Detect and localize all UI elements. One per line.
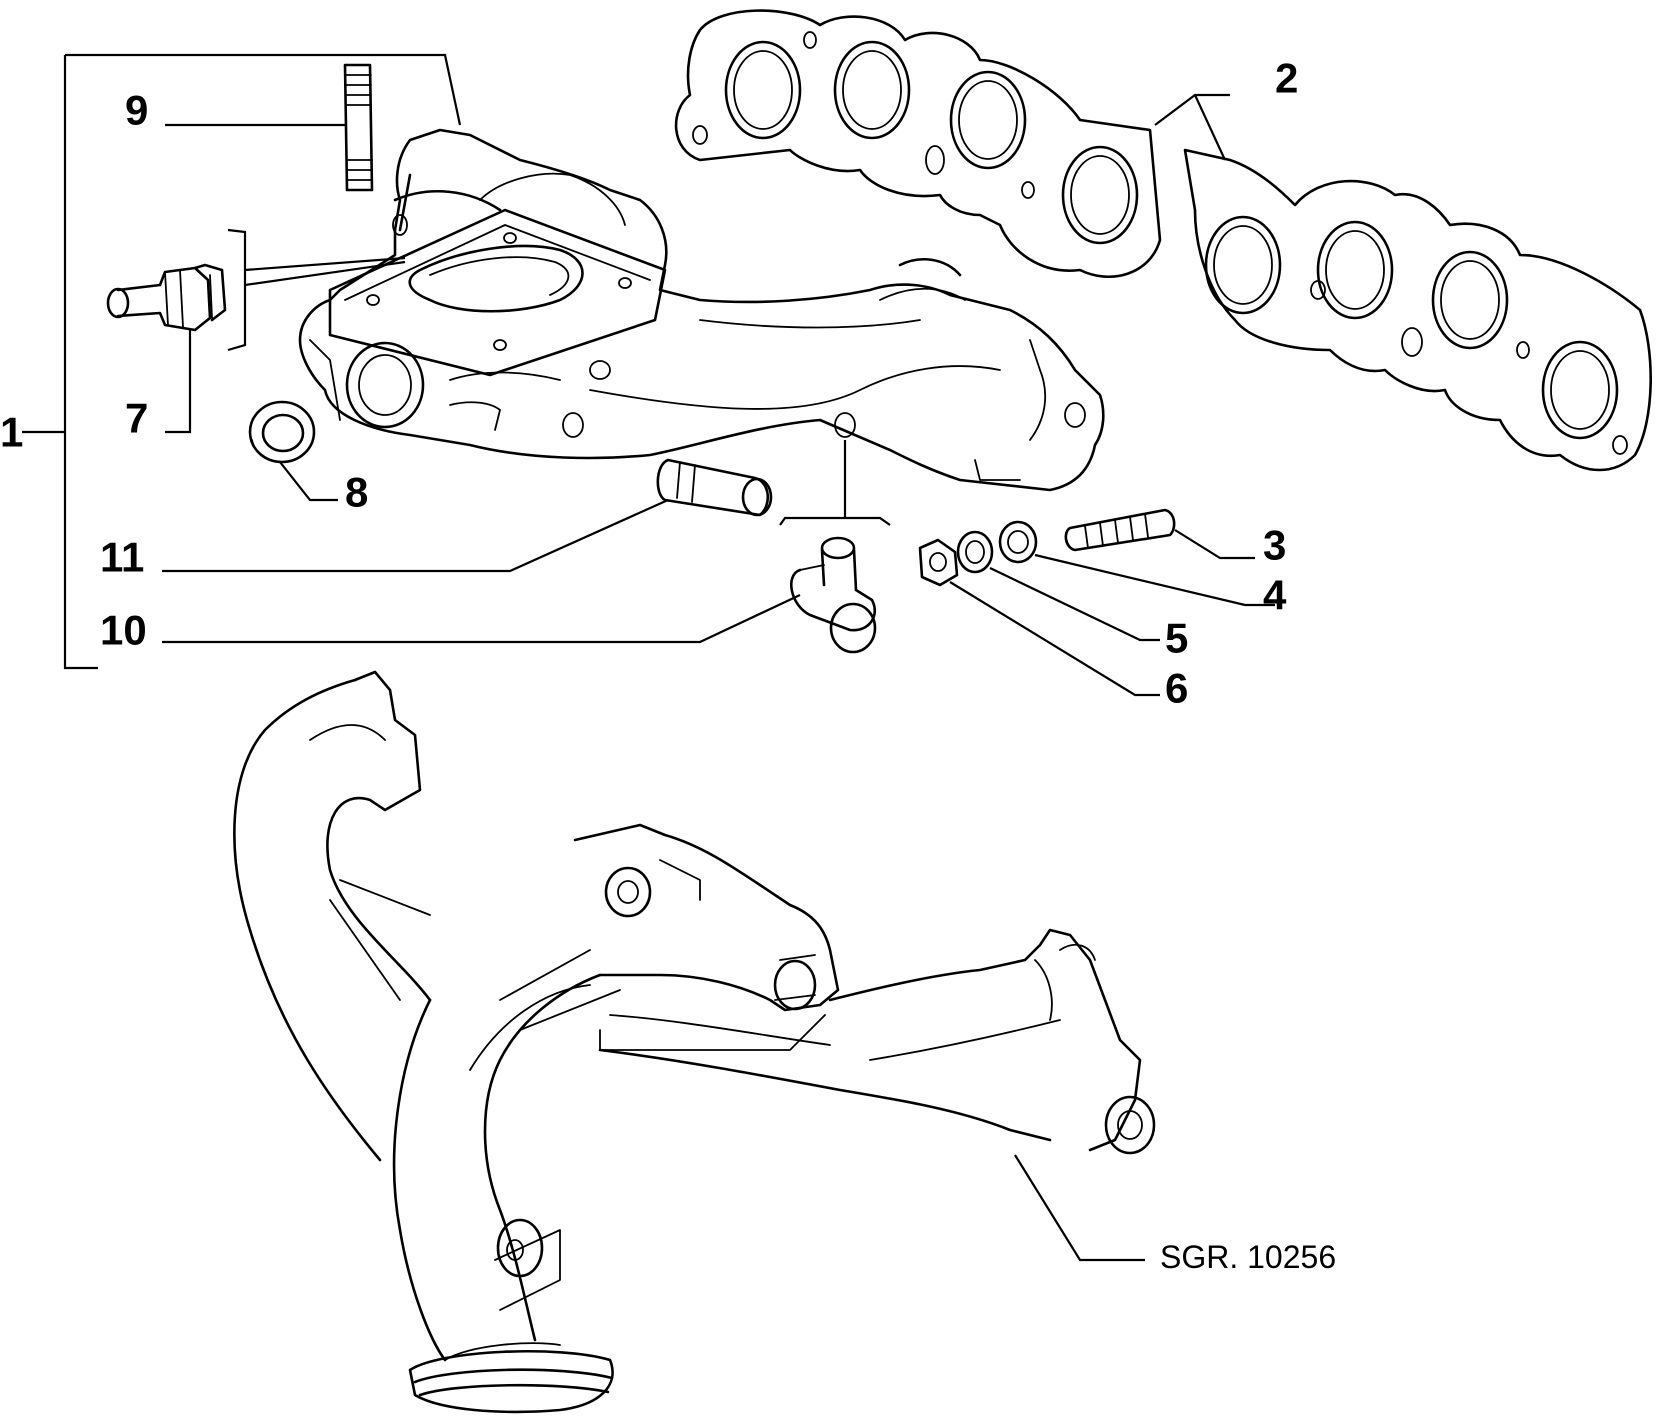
callout-11: 11	[100, 534, 144, 581]
leader-lines	[22, 53, 1275, 1262]
nut-6	[918, 538, 959, 587]
callout-labels: 1 2 3 4 5 6 7 8 9 10 11 SGR. 10256	[0, 55, 1336, 1276]
washer-4	[998, 520, 1038, 564]
exhaust-manifold	[233, 670, 1156, 1414]
callout-7: 7	[125, 395, 148, 442]
callout-4: 4	[1263, 572, 1287, 619]
callout-6: 6	[1165, 665, 1188, 712]
sleeve-11	[656, 458, 773, 517]
callout-8: 8	[345, 469, 368, 516]
callout-3: 3	[1263, 522, 1286, 569]
ring-8	[248, 400, 316, 464]
stud-3	[1064, 508, 1176, 552]
stud-9	[343, 63, 374, 192]
callout-10: 10	[100, 607, 147, 654]
callout-2: 2	[1275, 55, 1298, 102]
callout-9: 9	[125, 87, 148, 134]
sensor-7	[106, 263, 227, 332]
washer-5	[956, 530, 994, 574]
fitting-10	[790, 536, 877, 654]
gasket-front	[1183, 148, 1652, 472]
intake-manifold	[298, 128, 1105, 492]
gasket-rear	[674, 9, 1162, 278]
callout-5: 5	[1165, 615, 1188, 662]
drawing-reference: SGR. 10256	[1160, 1239, 1336, 1275]
callout-1: 1	[0, 409, 23, 456]
